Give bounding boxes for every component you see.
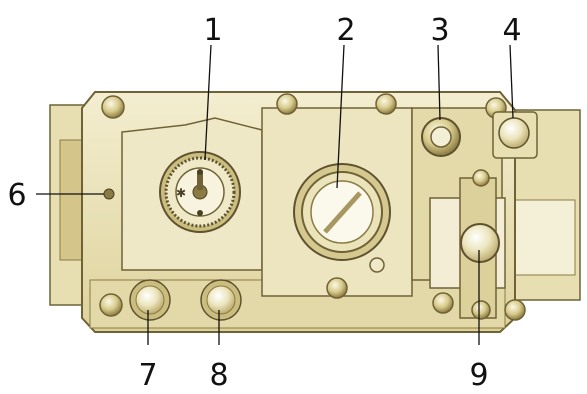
- callout-9: 9: [469, 358, 488, 393]
- bolt: [505, 300, 525, 320]
- regulator-tab: [370, 258, 384, 272]
- callout-8: 8: [209, 358, 228, 393]
- callout-3: 3: [430, 13, 449, 48]
- inlet-pressure-tap: [130, 280, 170, 320]
- callout-1: 1: [203, 13, 222, 48]
- pilot-adjust-screw: [431, 127, 451, 147]
- pilot-adjustment: [422, 118, 460, 156]
- callout-4: 4: [502, 13, 521, 48]
- bolt: [376, 94, 396, 114]
- knob-on-mark: [197, 169, 203, 175]
- control-knob: ✱: [160, 152, 240, 232]
- pilot-outlet: [493, 112, 537, 158]
- bolt: [472, 301, 490, 319]
- outlet-tap-port: [207, 286, 235, 314]
- callout-2: 2: [336, 13, 355, 48]
- bolt: [102, 96, 124, 118]
- bolt: [277, 94, 297, 114]
- solenoid-terminal: [461, 224, 499, 262]
- bolt: [327, 278, 347, 298]
- right-flange-block: [515, 200, 575, 275]
- bolt: [473, 170, 489, 186]
- knob-off-mark: [197, 210, 203, 216]
- bolt: [100, 294, 122, 316]
- callout-7: 7: [138, 358, 157, 393]
- side-pressure-tap: [104, 189, 114, 199]
- bolt: [433, 293, 453, 313]
- callout-6: 6: [7, 178, 26, 213]
- pilot-outlet-port: [499, 118, 529, 148]
- inlet-tap-port: [136, 286, 164, 314]
- knob-pilot-mark: ✱: [176, 186, 186, 200]
- solenoid-terminal-cap: [461, 224, 499, 262]
- outlet-pressure-tap: [201, 280, 241, 320]
